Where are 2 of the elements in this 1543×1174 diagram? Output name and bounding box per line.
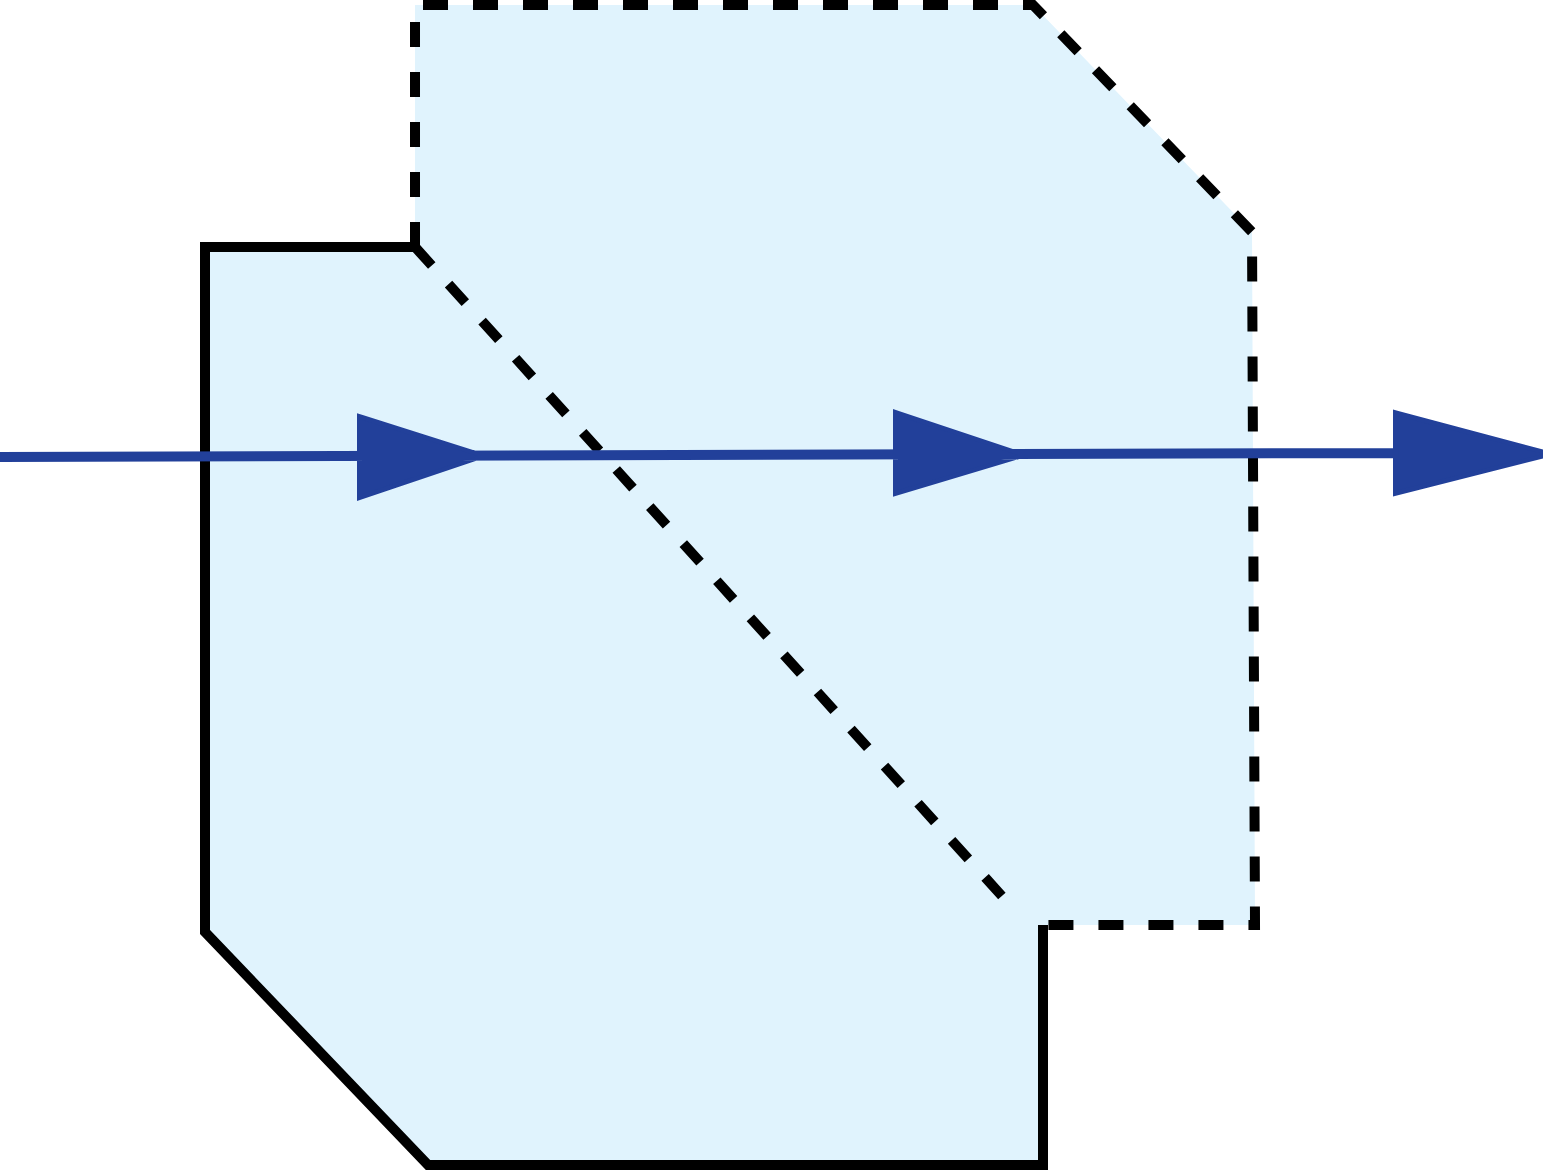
prism-outline <box>410 0 1261 930</box>
prism-outline <box>200 242 1048 1170</box>
